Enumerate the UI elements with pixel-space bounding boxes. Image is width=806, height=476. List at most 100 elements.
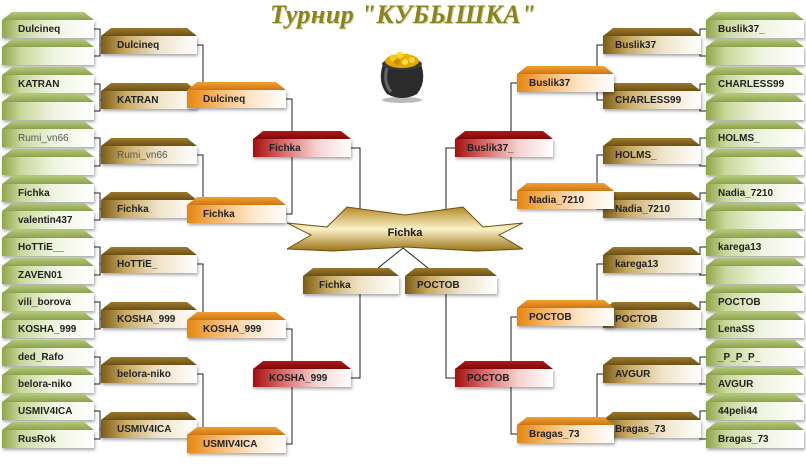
right-r1-slot-8 xyxy=(706,203,804,229)
player-name: Buslik37 xyxy=(517,74,614,92)
left-r1-slot-6 xyxy=(2,149,94,175)
player-name: Buslik37_ xyxy=(455,139,553,157)
player-name: CHARLESS99 xyxy=(706,75,804,93)
right-r2-slot-7: AVGUR xyxy=(603,357,701,383)
player-name: USMIV4ICA xyxy=(187,435,286,453)
left-r1-slot-5: Rumi_vn66 xyxy=(2,121,94,147)
left-r1-slot-15: USMIV4ICA xyxy=(2,394,94,420)
pot-of-gold-icon xyxy=(380,51,424,103)
player-name: Fichka xyxy=(253,139,351,157)
connector-line-11 xyxy=(94,301,101,330)
player-name xyxy=(2,157,94,175)
player-name: RusRok xyxy=(2,430,94,448)
left-r1-slot-3: KATRAN xyxy=(2,67,94,93)
player-name: POCTOB xyxy=(706,293,804,311)
player-name: HOLMS_ xyxy=(603,146,701,164)
left-r2-slot-3: Rumi_vn66 xyxy=(101,138,197,164)
player-name: KATRAN xyxy=(101,91,197,109)
player-name: Rumi_vn66 xyxy=(2,129,94,147)
left-r1-slot-9: HoTTiE__ xyxy=(2,230,94,256)
player-name: KOSHA_999 xyxy=(2,320,94,338)
left-final-slot-1: Fichka xyxy=(303,268,399,294)
player-name: ZAVEN01 xyxy=(2,266,94,284)
right-r3-slot-1: Buslik37 xyxy=(517,66,614,92)
right-semi-slot-2: POCTOB xyxy=(455,361,553,387)
left-r1-slot-13: ded_Rafo xyxy=(2,340,94,366)
player-name: vili_borova xyxy=(2,293,94,311)
connector-line-30 xyxy=(351,294,361,379)
player-name: Nadia_7210 xyxy=(603,200,701,218)
player-name: HoTTiE__ xyxy=(2,238,94,256)
right-r1-slot-12: LenaSS xyxy=(706,312,804,338)
left-r1-slot-14: belora-niko xyxy=(2,367,94,393)
connector-line-23 xyxy=(197,373,204,430)
left-r3-slot-1: Dulcineq xyxy=(187,82,286,108)
connector-line-3 xyxy=(94,83,101,112)
player-name: Bragas_73 xyxy=(517,425,614,443)
left-r1-slot-4 xyxy=(2,94,94,120)
player-name: Fichka xyxy=(303,276,399,294)
player-name: _P_P_P_ xyxy=(706,348,804,366)
player-name: Rumi_vn66 xyxy=(101,146,197,164)
player-name: Bragas_73 xyxy=(603,420,701,438)
right-r1-slot-11: POCTOB xyxy=(706,285,804,311)
player-name: USMIV4ICA xyxy=(2,402,94,420)
player-name: Fichka xyxy=(2,184,94,202)
right-r1-slot-2 xyxy=(706,39,804,65)
right-r2-slot-3: HOLMS_ xyxy=(603,138,701,164)
player-name: Fichka xyxy=(101,200,197,218)
connector-line-13 xyxy=(94,356,101,385)
player-name: POCTOB xyxy=(405,276,497,294)
right-r2-slot-1: Buslik37 xyxy=(603,28,701,54)
player-name: POCTOB xyxy=(603,310,701,328)
right-r1-slot-10 xyxy=(706,258,804,284)
left-r2-slot-6: KOSHA_999 xyxy=(101,302,197,328)
left-r1-slot-16: RusRok xyxy=(2,422,94,448)
left-r3-slot-3: KOSHA_999 xyxy=(187,312,286,338)
left-r2-slot-5: HoTTiE_ xyxy=(101,247,197,273)
player-name xyxy=(706,102,804,120)
left-r1-slot-8: valentin437 xyxy=(2,203,94,229)
player-name: CHARLESS99 xyxy=(603,91,701,109)
left-r1-slot-12: KOSHA_999 xyxy=(2,312,94,338)
right-r2-slot-2: CHARLESS99 xyxy=(603,83,701,109)
left-r3-slot-2: Fichka xyxy=(187,197,286,223)
player-name xyxy=(706,47,804,65)
connector-line-60 xyxy=(445,294,455,379)
connector-line-1 xyxy=(94,28,101,57)
connector-line-15 xyxy=(94,410,101,440)
player-name: AVGUR xyxy=(706,375,804,393)
right-r1-slot-6 xyxy=(706,149,804,175)
player-name: Nadia_7210 xyxy=(517,191,614,209)
left-r2-slot-8: USMIV4ICA xyxy=(101,412,197,438)
connector-line-29 xyxy=(351,147,361,210)
right-r2-slot-6: POCTOB xyxy=(603,302,701,328)
left-r2-slot-2: KATRAN xyxy=(101,83,197,109)
left-r1-slot-7: Fichka xyxy=(2,176,94,202)
right-r3-slot-2: Nadia_7210 xyxy=(517,183,614,209)
player-name: LenaSS xyxy=(706,320,804,338)
player-name: KOSHA_999 xyxy=(187,320,286,338)
player-name: ded_Rafo xyxy=(2,348,94,366)
player-name: Dulcineq xyxy=(187,90,286,108)
page-title: Турнир "КУБЫШКА" xyxy=(269,0,537,29)
player-name: belora-niko xyxy=(101,365,197,383)
connector-line-61 xyxy=(377,247,429,269)
left-semi-slot-1: Fichka xyxy=(253,131,351,157)
player-name: USMIV4ICA xyxy=(101,420,197,438)
right-semi-slot-1: Buslik37_ xyxy=(455,131,553,157)
right-r1-slot-9: karega13 xyxy=(706,230,804,256)
left-r2-slot-4: Fichka xyxy=(101,192,197,218)
player-name xyxy=(2,47,94,65)
player-name: HoTTiE_ xyxy=(101,255,197,273)
player-name: KATRAN xyxy=(2,75,94,93)
player-name: Buslik37_ xyxy=(706,20,804,38)
player-name: belora-niko xyxy=(2,375,94,393)
left-r3-slot-4: USMIV4ICA xyxy=(187,427,286,453)
champion-banner xyxy=(287,206,523,252)
right-final-slot-1: POCTOB xyxy=(405,268,497,294)
player-name: KOSHA_999 xyxy=(253,369,351,387)
right-r1-slot-5: HOLMS_ xyxy=(706,121,804,147)
right-r1-slot-15: 44peli44 xyxy=(706,394,804,420)
left-r1-slot-1: Dulcineq xyxy=(2,12,94,38)
